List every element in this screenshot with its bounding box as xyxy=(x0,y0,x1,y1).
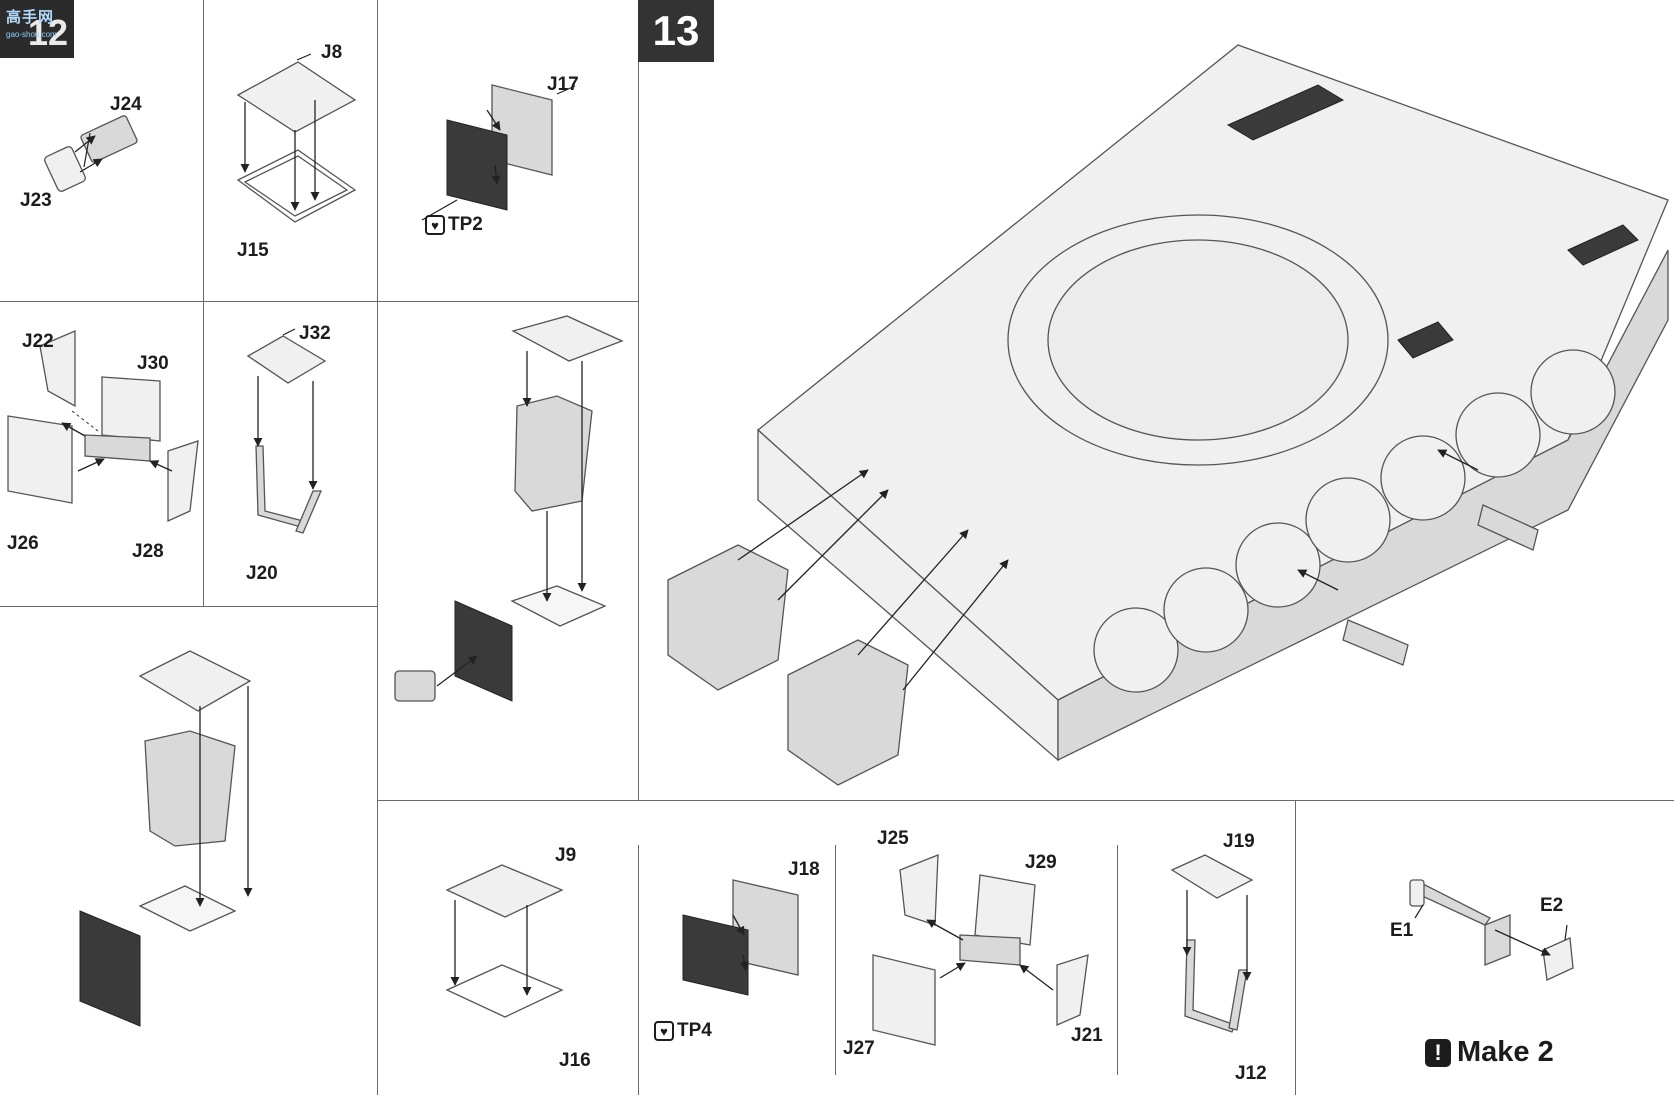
part-label-e1: E1 xyxy=(1390,920,1414,941)
part-label-j26: J26 xyxy=(7,533,39,554)
paint-reference-tp4: ♥ TP4 xyxy=(654,1020,712,1042)
site-watermark: 12 高手网 gao-shou.com xyxy=(0,0,74,58)
divider xyxy=(0,301,638,302)
part-drawing-seat-j29 xyxy=(872,854,1089,1046)
road-wheels xyxy=(1093,349,1616,693)
part-label-j17: J17 xyxy=(547,74,579,95)
panel-j9-j16: J9 J16 xyxy=(377,845,638,1095)
panel-j19-j12: J19 J12 xyxy=(1117,820,1295,1095)
panel-main-hull xyxy=(638,0,1674,800)
part-drawing-seat-j30 xyxy=(7,330,199,523)
divider xyxy=(377,0,378,1095)
step-13-number: 13 xyxy=(652,7,700,54)
make-note-text: Make 2 xyxy=(1457,1036,1554,1068)
part-label-j19: J19 xyxy=(1223,831,1255,852)
divider xyxy=(0,606,377,607)
part-label-j24: J24 xyxy=(110,94,142,115)
panel-seat-j30: J22 J30 J26 J28 xyxy=(0,301,203,606)
divider xyxy=(638,0,639,800)
panel-box-assembly-lower xyxy=(0,606,377,1095)
part-drawing-j19-j12 xyxy=(1170,854,1254,1033)
paint-reference-tp2: ♥ TP2 xyxy=(425,214,483,236)
part-label-j22: J22 xyxy=(22,331,54,352)
part-label-j16: J16 xyxy=(559,1050,591,1071)
watermark-site-url: gao-shou.com xyxy=(6,30,57,39)
part-drawing-j18 xyxy=(682,879,799,996)
part-label-j8: J8 xyxy=(321,42,343,63)
part-drawing-j8-j15 xyxy=(236,53,357,223)
panel-e1-e2: E1 E2 ! Make 2 xyxy=(1295,800,1674,1095)
tp4-label: TP4 xyxy=(677,1020,712,1041)
panel-j32-j20: J32 J20 xyxy=(203,301,377,606)
part-label-j30: J30 xyxy=(137,353,169,374)
part-drawing-towing-hook xyxy=(1409,879,1574,981)
part-label-j29: J29 xyxy=(1025,852,1057,873)
make-quantity-note: ! Make 2 xyxy=(1425,1036,1554,1069)
part-label-e2: E2 xyxy=(1540,895,1564,916)
part-drawing-j9-j16 xyxy=(445,864,564,1018)
part-label-j20: J20 xyxy=(246,563,278,584)
divider xyxy=(638,845,639,1095)
part-drawing-box-assembly xyxy=(394,315,624,702)
divider xyxy=(1295,800,1296,1095)
part-label-j23: J23 xyxy=(20,190,52,211)
divider xyxy=(377,800,1674,801)
panel-j24-j23: J24 J23 xyxy=(0,60,203,301)
panel-j8-j15: J8 J15 xyxy=(203,0,377,301)
part-label-j28: J28 xyxy=(132,541,164,562)
part-label-j15: J15 xyxy=(237,240,269,261)
divider xyxy=(1117,845,1118,1075)
tp2-label: TP2 xyxy=(448,214,483,235)
step-12-number: 12 xyxy=(27,12,68,53)
part-label-j32: J32 xyxy=(299,323,331,344)
divider xyxy=(835,845,836,1075)
step-13-badge: 13 xyxy=(638,0,714,62)
watermark-site-name: 高手网 xyxy=(6,9,55,26)
part-drawing-j32-j20 xyxy=(246,328,327,534)
panel-j18-tp4: J18 ♥ TP4 xyxy=(638,845,835,1095)
photoetch-icon: ♥ xyxy=(425,215,445,235)
exclamation-icon: ! xyxy=(1425,1038,1451,1067)
part-drawing-j17 xyxy=(421,84,576,221)
part-label-j12: J12 xyxy=(1235,1063,1267,1084)
panel-j17-tp2: J17 ♥ TP2 xyxy=(377,0,638,301)
part-label-j21: J21 xyxy=(1071,1025,1103,1046)
part-label-j27: J27 xyxy=(843,1038,875,1059)
part-drawing-box-assembly-2 xyxy=(79,650,253,1027)
part-label-j18: J18 xyxy=(788,859,820,880)
photoetch-icon: ♥ xyxy=(654,1021,674,1041)
part-drawing-j23-j24 xyxy=(44,115,138,192)
part-label-j9: J9 xyxy=(555,845,577,866)
tank-hull-drawing xyxy=(667,44,1669,786)
part-label-j25: J25 xyxy=(877,828,909,849)
divider xyxy=(203,0,204,606)
panel-seat-j29: J25 J29 J27 J21 xyxy=(835,820,1117,1095)
panel-box-assembly-upper xyxy=(377,301,638,800)
